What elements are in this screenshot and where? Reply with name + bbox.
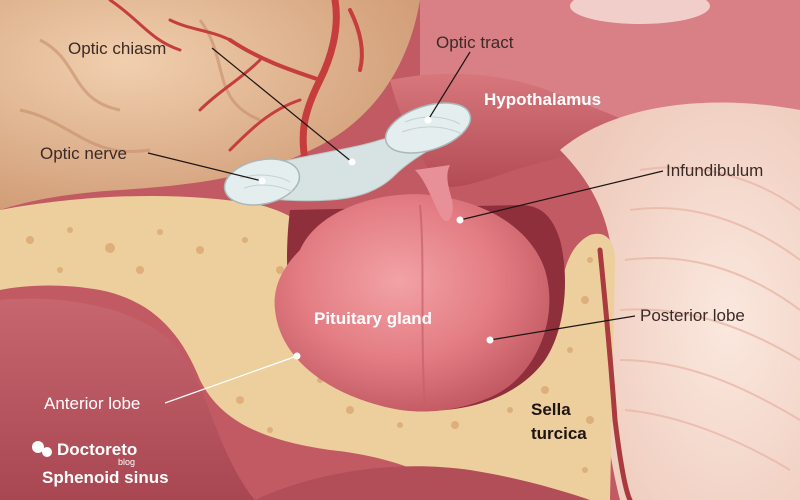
label-posterior-lobe: Posterior lobe	[640, 306, 745, 325]
doctor-logo-icon	[32, 441, 52, 457]
sphenoid-sinus-cavity	[0, 298, 255, 500]
hypothalamus-region	[390, 73, 650, 187]
label-infundibulum: Infundibulum	[666, 161, 764, 180]
label-anterior-lobe: Anterior lobe	[44, 394, 141, 413]
blood-vessels	[108, 0, 633, 500]
frontal-lobe	[0, 0, 420, 210]
label-sphenoid-sinus: Sphenoid sinus	[42, 468, 169, 487]
label-pituitary-gland: Pituitary gland	[314, 309, 433, 328]
label-hypothalamus: Hypothalamus	[484, 90, 602, 109]
anterior-leader	[164, 355, 298, 404]
watermark-brand: Doctoreto	[57, 440, 138, 459]
pons	[560, 102, 800, 500]
lobe-divider	[419, 204, 426, 411]
leader-dots	[258, 116, 494, 360]
label-optic-tract: Optic tract	[436, 33, 514, 52]
leader-lines	[147, 47, 664, 341]
label-optic-chiasm: Optic chiasm	[68, 39, 167, 58]
label-sella-turcica-line2: turcica	[531, 424, 587, 443]
label-sella-turcica-line1: Sella	[531, 400, 571, 419]
infundibulum-stalk	[415, 165, 453, 222]
watermark-sub: blog	[118, 457, 136, 467]
label-optic-nerve: Optic nerve	[40, 144, 127, 163]
pituitary-gland-shape	[274, 194, 550, 412]
